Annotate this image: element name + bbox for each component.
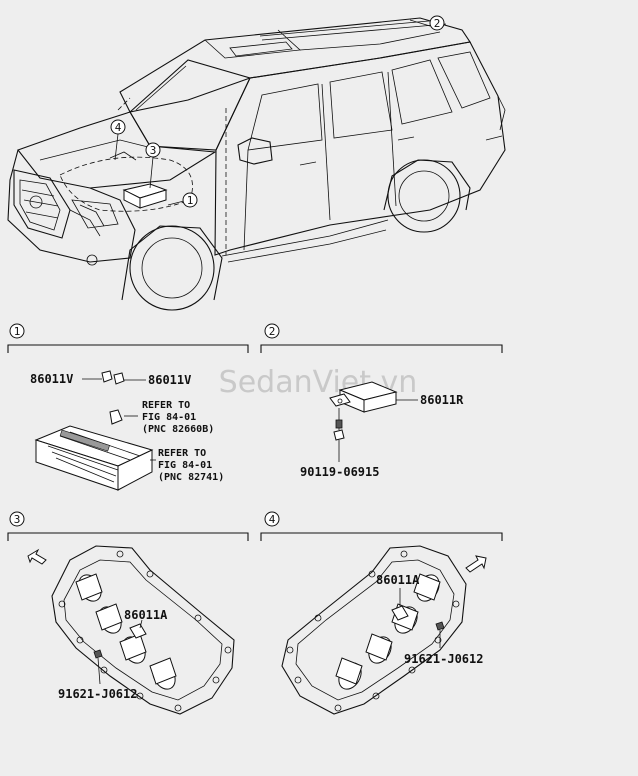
sensor-86011r (329, 381, 398, 413)
section-2-bracket (260, 344, 503, 353)
callout-2-label: 2 (434, 17, 441, 30)
refer1-line3: (PNC 82660B) (142, 424, 214, 435)
section-2: 2 86011R 90119-06915 (260, 323, 503, 479)
callout-4-label: 4 (115, 121, 122, 134)
bolt-90119 (333, 408, 345, 441)
cylinder-head-right (51, 545, 235, 715)
connector-part-left (101, 370, 113, 383)
vehicle-callouts: 1 2 3 4 (110, 15, 445, 208)
section-1-bracket (7, 344, 249, 353)
cylinder-head-left (281, 545, 467, 715)
section-2-label: 2 (269, 325, 276, 338)
callout-3-label: 3 (150, 144, 157, 157)
part-86011r: 86011R (420, 393, 464, 407)
callout-circle-2 (429, 15, 445, 31)
refer2-line1: REFER TO (158, 448, 206, 459)
section-3-bracket (7, 532, 249, 541)
callout-1-label: 1 (187, 194, 194, 207)
callout-circle-4 (110, 119, 126, 135)
connector-part-right (113, 372, 125, 385)
section-1: 1 86011V 86011V REFER TO FIG 84-01 (PNC … (7, 323, 249, 491)
section-4-label: 4 (269, 513, 276, 526)
section-2-badge (264, 323, 280, 339)
relay-part (109, 409, 123, 425)
front-arrow-icon (465, 555, 487, 573)
section-4-badge (264, 511, 280, 527)
section-4: 4 (260, 511, 503, 715)
section-1-label: 1 (14, 325, 21, 338)
section-4-bracket (260, 532, 503, 541)
part-86011a-right: 86011A (376, 573, 420, 587)
part-86011v-left: 86011V (30, 372, 73, 386)
part-91621-j0612-right: 91621-J0612 (404, 652, 483, 666)
front-arrow-icon (27, 548, 47, 565)
section-3: 3 (7, 511, 249, 715)
callout-circle-3 (145, 142, 161, 158)
part-90119-06915: 90119-06915 (300, 465, 379, 479)
refer2-line2: FIG 84-01 (158, 460, 212, 471)
refer2-line3: (PNC 82741) (158, 472, 224, 483)
section-3-badge (9, 511, 25, 527)
callout-circle-1 (182, 192, 198, 208)
part-86011v-right: 86011V (148, 373, 191, 387)
vehicle-illustration (7, 17, 506, 311)
section-1-badge (9, 323, 25, 339)
part-91621-j0612-left: 91621-J0612 (58, 687, 137, 701)
junction-block (34, 425, 154, 491)
refer1-line1: REFER TO (142, 400, 190, 411)
section-3-label: 3 (14, 513, 21, 526)
part-86011a-left: 86011A (124, 608, 168, 622)
refer1-line2: FIG 84-01 (142, 412, 196, 423)
